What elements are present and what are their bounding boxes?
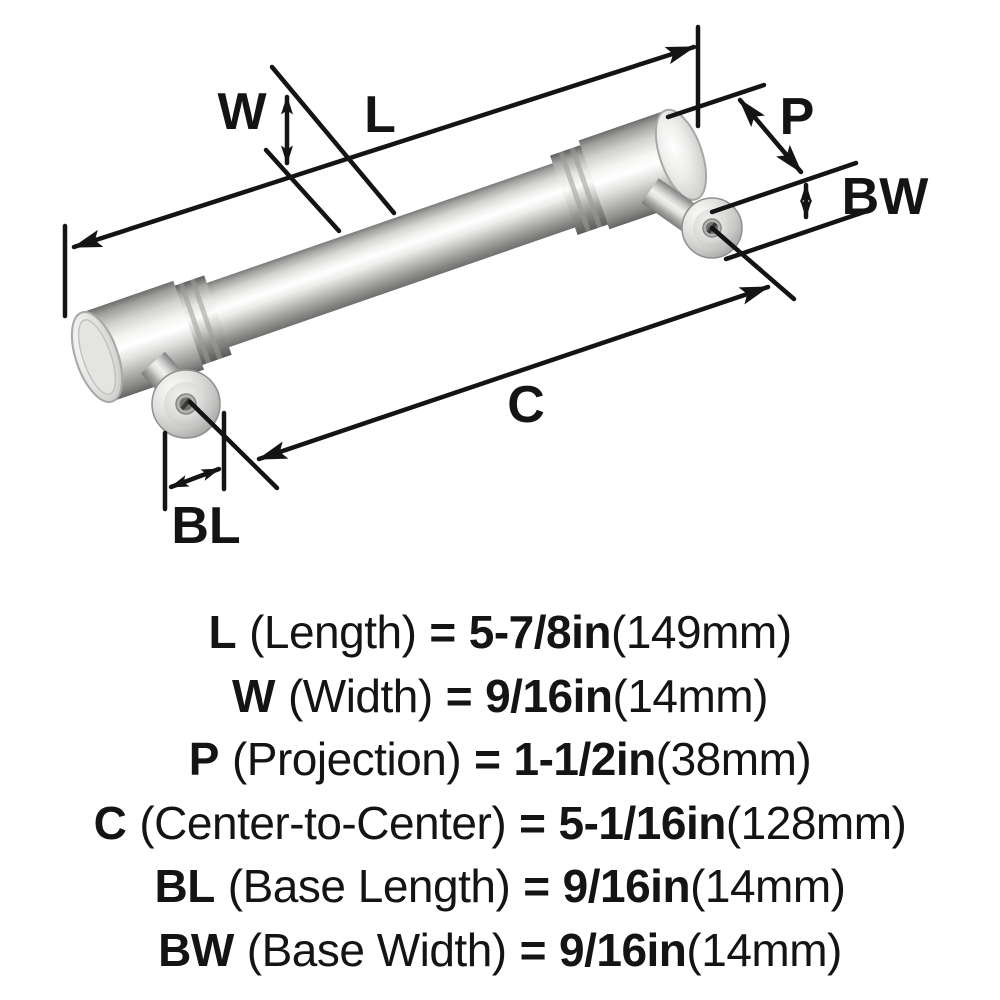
bw-extension-line-bottom (723, 207, 873, 262)
dimension-legend: L (Length) = 5-7/8in (149mm) W (Width) =… (0, 601, 1000, 982)
l-dimension-line (71, 44, 697, 250)
legend-imperial-value: 9/16in (485, 669, 613, 722)
label-p: P (780, 88, 815, 146)
w-extension-line-top (269, 64, 397, 216)
legend-equals: = (445, 669, 473, 722)
legend-row-bw: BW (Base Width) = 9/16in (14mm) (0, 919, 1000, 983)
left-cap-face-inner (77, 319, 117, 395)
legend-description: (Center-to-Center) (139, 796, 507, 849)
legend-row-p: P (Projection) = 1-1/2in (38mm) (0, 728, 1000, 792)
p-dimension-arrow (737, 97, 804, 175)
legend-metric-value: (149mm) (611, 606, 792, 658)
label-bl: BL (171, 497, 240, 555)
legend-row-w: W (Width) = 9/16in (14mm) (0, 665, 1000, 729)
legend-symbol: W (232, 669, 275, 722)
legend-description: (Length) (249, 606, 417, 658)
legend-symbol: BW (158, 923, 234, 976)
legend-row-c: C (Center-to-Center) = 5-1/16in (128mm) (0, 792, 1000, 856)
label-c: C (507, 376, 545, 434)
left-collar-groove (190, 278, 223, 360)
left-base-flange (151, 369, 221, 439)
c-dimension-line (256, 284, 771, 462)
c-leader-line-right (709, 225, 797, 302)
bw-extension-line-top (709, 160, 859, 215)
legend-imperial-value: 5-1/16in (558, 796, 727, 849)
legend-imperial-value: 9/16in (559, 923, 687, 976)
label-l: L (364, 86, 396, 144)
c-leader-line-left (187, 399, 280, 491)
legend-description: (Base Width) (246, 923, 507, 976)
legend-row-bl: BL (Base Length) = 9/16in (14mm) (0, 855, 1000, 919)
legend-metric-value: (14mm) (690, 860, 846, 912)
legend-equals: = (474, 733, 501, 785)
legend-symbol: BL (154, 860, 215, 912)
legend-metric-value: (128mm) (725, 796, 907, 849)
p-extension-line (665, 82, 767, 120)
dimension-diagram-svg: W L P BW C BL (62, 24, 930, 555)
legend-symbol: P (188, 733, 220, 785)
legend-metric-value: (14mm) (612, 669, 769, 722)
dimension-annotations (62, 24, 873, 512)
legend-equals: = (519, 923, 547, 976)
legend-metric-value: (14mm) (686, 923, 842, 976)
w-extension-line-bottom (263, 147, 342, 234)
legend-description: (Base Length) (227, 860, 511, 912)
bl-dimension-arrow (168, 466, 222, 490)
pull-handle-illustration (70, 108, 743, 439)
legend-imperial-value: 9/16in (562, 860, 691, 912)
label-w: W (217, 83, 267, 141)
legend-description: (Projection) (231, 733, 462, 785)
legend-imperial-value: 1-1/2in (513, 733, 657, 785)
left-collar-groove (178, 282, 211, 364)
legend-equals: = (519, 796, 546, 849)
legend-symbol: L (208, 606, 237, 658)
legend-description: (Width) (287, 669, 433, 722)
legend-row-l: L (Length) = 5-7/8in (149mm) (0, 601, 1000, 665)
legend-equals: = (429, 606, 456, 658)
label-bw: BW (842, 168, 930, 226)
legend-metric-value: (38mm) (655, 733, 812, 785)
legend-symbol: C (93, 796, 127, 849)
legend-imperial-value: 5-7/8in (468, 606, 612, 658)
legend-equals: = (523, 860, 550, 912)
product-dimension-diagram: W L P BW C BL (62, 24, 930, 555)
